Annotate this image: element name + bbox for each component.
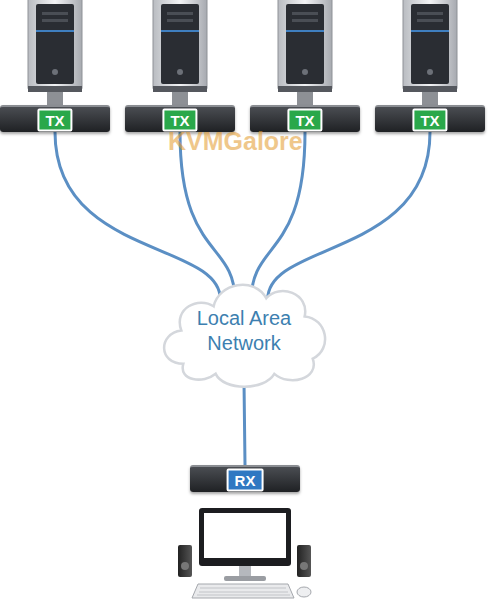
keyboard <box>192 584 294 598</box>
drive-slot <box>167 12 193 15</box>
network-label: Local Area Network <box>179 306 309 356</box>
tower-base <box>28 86 82 92</box>
drive-slot <box>292 12 318 15</box>
drive-slot <box>42 19 68 22</box>
power-button <box>177 69 183 75</box>
cloud-outline <box>164 285 325 387</box>
tower-pc <box>278 0 332 106</box>
tower-front <box>411 4 449 84</box>
unit-badge: TX <box>412 108 447 131</box>
unit-badge: RX <box>227 468 264 491</box>
tower-case <box>28 0 82 91</box>
network-cable <box>251 132 305 300</box>
drive-slot <box>167 19 193 22</box>
tower-stripe <box>36 30 74 32</box>
monitor-bezel <box>199 508 291 566</box>
tower-pc <box>28 0 82 106</box>
drive-slot <box>417 19 443 22</box>
network-cable <box>180 132 235 300</box>
watermark: KVMGalore <box>168 127 303 156</box>
tower-case <box>153 0 207 91</box>
speaker-cone <box>181 562 189 570</box>
cloud-text-wrap: Local Area Network <box>153 268 335 394</box>
receiver-unit: RX <box>190 465 300 492</box>
tower-stand <box>422 92 438 106</box>
power-button <box>302 69 308 75</box>
monitor-screen <box>204 513 286 558</box>
workstation <box>178 508 311 598</box>
tower-front <box>36 4 74 84</box>
network-cable <box>244 381 245 465</box>
tower-base <box>278 86 332 92</box>
power-button <box>52 69 58 75</box>
tower-case <box>278 0 332 91</box>
drive-slot <box>42 12 68 15</box>
tower-stripe <box>411 30 449 32</box>
network-cloud: Local Area Network <box>153 268 335 394</box>
tower-stand <box>297 92 313 106</box>
network-cable <box>268 132 430 300</box>
tower-base <box>403 86 457 92</box>
monitor-stand <box>239 564 251 578</box>
tower-stripe <box>161 30 199 32</box>
speaker-cone <box>300 562 308 570</box>
tower-pcs <box>28 0 457 106</box>
speaker <box>297 545 311 577</box>
tower-stand <box>47 92 63 106</box>
keyboard-keys <box>197 588 290 595</box>
speaker <box>178 545 192 577</box>
tower-case <box>403 0 457 91</box>
tower-base <box>153 86 207 92</box>
tower-pc <box>403 0 457 106</box>
tower-stand <box>172 92 188 106</box>
transmitter-unit: TX <box>0 105 110 132</box>
network-cable <box>55 132 220 300</box>
power-button <box>427 69 433 75</box>
tower-front <box>161 4 199 84</box>
tower-stripe <box>286 30 324 32</box>
drive-slot <box>417 12 443 15</box>
mouse <box>297 587 311 597</box>
monitor-base <box>224 576 266 581</box>
unit-badge: TX <box>37 108 72 131</box>
tower-pc <box>153 0 207 106</box>
drive-slot <box>292 19 318 22</box>
cloud-shape <box>153 268 335 394</box>
transmitter-unit: TX <box>375 105 485 132</box>
tower-front <box>286 4 324 84</box>
